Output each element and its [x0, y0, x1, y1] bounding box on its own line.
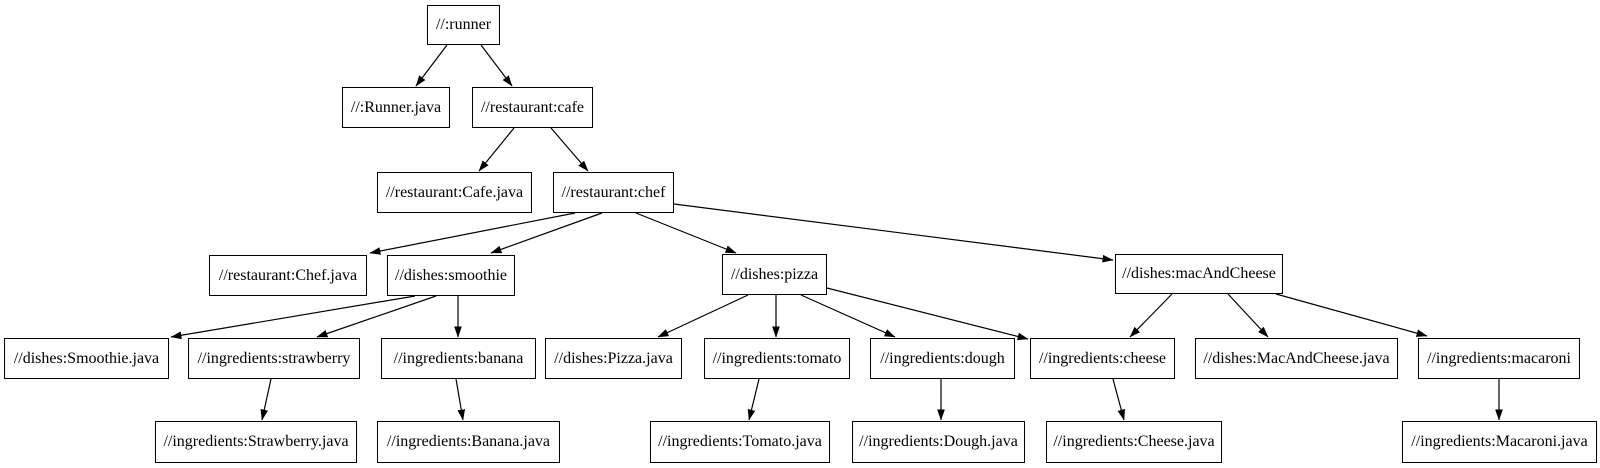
edge-cafe-to-cafe-java	[478, 127, 515, 172]
edge-runner-to-runner-java	[415, 44, 448, 87]
edge-macandcheese-to-macaroni	[1275, 293, 1428, 337]
node-macaroni-java: //ingredients:Macaroni.java	[1402, 421, 1597, 463]
node-dough: //ingredients:dough	[870, 338, 1015, 379]
node-runner-java: //:Runner.java	[342, 87, 450, 128]
node-strawberry-java: //ingredients:Strawberry.java	[155, 421, 357, 463]
node-cheese-java: //ingredients:Cheese.java	[1046, 421, 1222, 463]
edge-banana-to-banana-java	[455, 378, 466, 421]
node-runner: //:runner	[427, 5, 500, 45]
node-smoothie: //dishes:smoothie	[387, 255, 515, 296]
edge-macandcheese-to-cheese	[1129, 293, 1173, 338]
node-macaroni: //ingredients:macaroni	[1418, 338, 1580, 379]
edge-cheese-to-cheese-java	[1112, 378, 1126, 421]
node-pizza-java: //dishes:Pizza.java	[545, 338, 682, 379]
node-chef-java: //restaurant:Chef.java	[209, 255, 367, 296]
node-banana-java: //ingredients:Banana.java	[377, 421, 560, 463]
node-pizza: //dishes:pizza	[722, 254, 827, 295]
edge-chef-to-macandcheese	[673, 203, 1114, 263]
edge-pizza-to-pizza-java	[657, 294, 749, 338]
edge-tomato-to-tomato-java	[747, 378, 760, 421]
node-smoothie-java: //dishes:Smoothie.java	[4, 338, 169, 379]
edge-chef-to-pizza	[635, 212, 737, 254]
node-strawberry: //ingredients:strawberry	[188, 338, 360, 379]
node-macandcheese: //dishes:macAndCheese	[1115, 254, 1283, 294]
node-tomato-java: //ingredients:Tomato.java	[650, 421, 830, 463]
node-tomato: //ingredients:tomato	[704, 338, 850, 379]
node-banana: //ingredients:banana	[381, 338, 536, 379]
node-dough-java: //ingredients:Dough.java	[852, 421, 1025, 463]
node-cafe: //restaurant:cafe	[472, 87, 593, 128]
edge-strawberry-to-strawberry-java	[260, 378, 272, 421]
edge-runner-to-cafe	[480, 44, 513, 87]
node-cheese: //ingredients:cheese	[1030, 338, 1175, 379]
edge-smoothie-to-strawberry	[316, 295, 437, 338]
node-macandcheese-java: //dishes:MacAndCheese.java	[1195, 338, 1398, 379]
edge-macandcheese-to-macandcheese-java	[1227, 293, 1269, 338]
edge-chef-to-chef-java	[369, 212, 576, 255]
node-cafe-java: //restaurant:Cafe.java	[377, 172, 532, 213]
edge-pizza-to-dough	[800, 294, 896, 338]
edge-cafe-to-chef	[550, 127, 589, 172]
edge-smoothie-to-smoothie-java	[170, 295, 416, 340]
node-chef: //restaurant:chef	[553, 172, 674, 213]
edge-chef-to-smoothie	[490, 212, 603, 254]
edge-pizza-to-cheese	[826, 287, 1029, 341]
